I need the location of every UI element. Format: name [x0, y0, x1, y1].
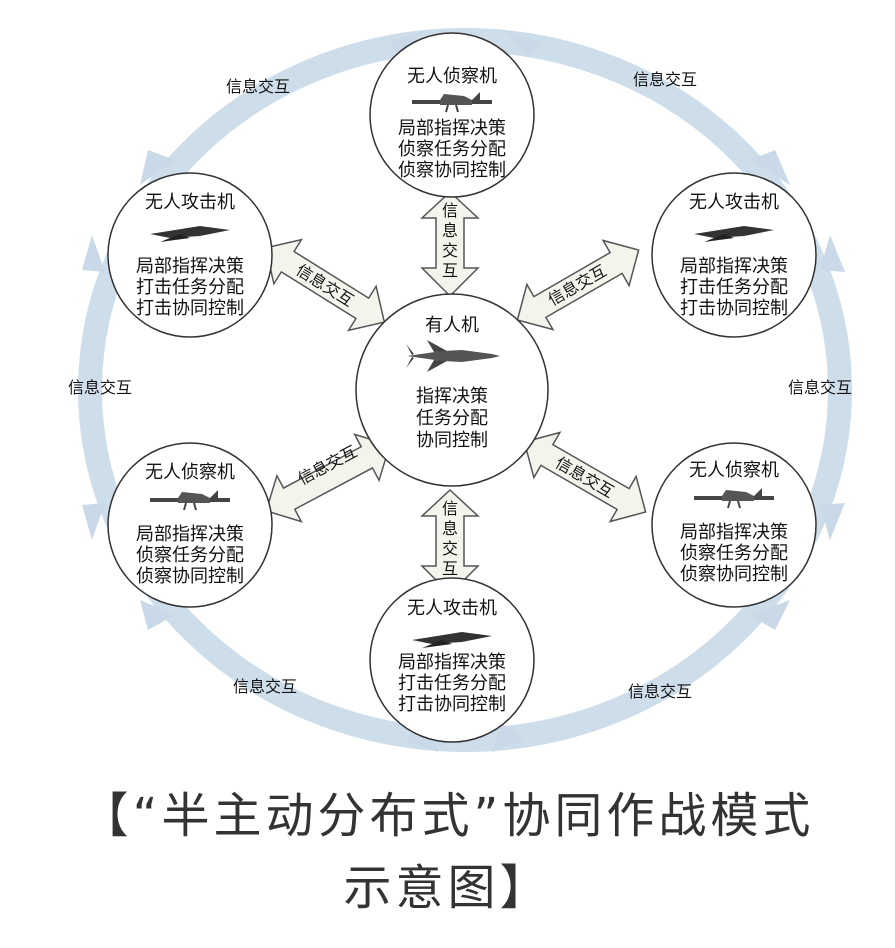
- ring-label-left: 信息交互: [68, 378, 132, 397]
- node-title: 无人攻击机: [145, 192, 235, 213]
- node-line: 打击协同控制: [398, 694, 506, 715]
- node-line: 打击任务分配: [680, 277, 788, 298]
- ring-arrowhead: [820, 235, 845, 272]
- ring-label-top-left: 信息交互: [226, 77, 290, 96]
- center-node-line: 指挥决策: [416, 386, 488, 407]
- node-line: 侦察任务分配: [398, 139, 506, 160]
- node-line: 局部指挥决策: [398, 118, 506, 139]
- node-line: 局部指挥决策: [680, 256, 788, 277]
- ring-label-bottom-right: 信息交互: [628, 682, 692, 701]
- svg-text:交: 交: [442, 539, 458, 558]
- svg-text:互: 互: [442, 559, 458, 578]
- node-line: 局部指挥决策: [680, 522, 788, 543]
- node-line: 打击任务分配: [398, 673, 506, 694]
- node-title: 无人侦察机: [689, 460, 779, 481]
- node-title: 无人侦察机: [145, 462, 235, 483]
- center-node-manned-aircraft: 有人机 指挥决策 任务分配 协同控制: [356, 294, 548, 486]
- svg-text:信: 信: [442, 499, 458, 518]
- ring-label-right: 信息交互: [788, 378, 852, 397]
- center-node-line: 协同控制: [416, 430, 488, 451]
- node-line: 打击协同控制: [680, 298, 788, 319]
- node-top-recon-drone: 无人侦察机 局部指挥决策 侦察任务分配 侦察协同控制: [370, 33, 534, 197]
- svg-text:交: 交: [442, 241, 458, 260]
- center-node-line: 任务分配: [416, 408, 488, 429]
- node-title: 无人攻击机: [689, 192, 779, 213]
- node-line: 侦察协同控制: [136, 566, 244, 587]
- node-line: 侦察任务分配: [136, 545, 244, 566]
- node-lower-left-recon-drone: 无人侦察机 局部指挥决策 侦察任务分配 侦察协同控制: [108, 443, 272, 607]
- ring-arrowhead: [82, 235, 105, 272]
- ring-label-bottom-left: 信息交互: [233, 677, 297, 696]
- node-line: 侦察协同控制: [398, 160, 506, 181]
- node-upper-left-attack-drone: 无人攻击机 局部指挥决策 打击任务分配 打击协同控制: [108, 173, 272, 337]
- link-label-top: 信 息 交 互: [442, 201, 458, 280]
- ring-arrowhead: [82, 503, 105, 540]
- node-lower-right-recon-drone: 无人侦察机 局部指挥决策 侦察任务分配 侦察协同控制: [652, 443, 816, 607]
- ring-label-top-right: 信息交互: [633, 70, 697, 89]
- node-upper-right-attack-drone: 无人攻击机 局部指挥决策 打击任务分配 打击协同控制: [652, 173, 816, 337]
- collaboration-diagram: 信息交互 信息交互 信息交互 信息交互 信息交互 信息交互 信 息 交 互 信 …: [0, 0, 895, 770]
- figure-caption: 【“半主动分布式”协同作战模式 示意图】: [0, 780, 895, 924]
- node-line: 侦察任务分配: [680, 543, 788, 564]
- node-bottom-attack-drone: 无人攻击机 局部指挥决策 打击任务分配 打击协同控制: [370, 578, 534, 742]
- node-line: 局部指挥决策: [398, 652, 506, 673]
- caption-line-1: 【“半主动分布式”协同作战模式: [81, 788, 815, 844]
- node-title: 无人攻击机: [407, 598, 497, 619]
- svg-text:息: 息: [442, 221, 458, 240]
- node-line: 侦察协同控制: [680, 564, 788, 585]
- link-label-bottom: 信 息 交 互: [442, 499, 458, 578]
- node-title: 无人侦察机: [407, 66, 497, 87]
- node-line: 局部指挥决策: [136, 524, 244, 545]
- svg-text:信: 信: [442, 201, 458, 220]
- center-node-title: 有人机: [425, 315, 479, 336]
- svg-text:互: 互: [442, 261, 458, 280]
- node-line: 打击任务分配: [136, 277, 244, 298]
- caption-line-2: 示意图】: [0, 852, 895, 924]
- node-line: 局部指挥决策: [136, 256, 244, 277]
- svg-text:息: 息: [442, 519, 458, 538]
- node-line: 打击协同控制: [136, 298, 244, 319]
